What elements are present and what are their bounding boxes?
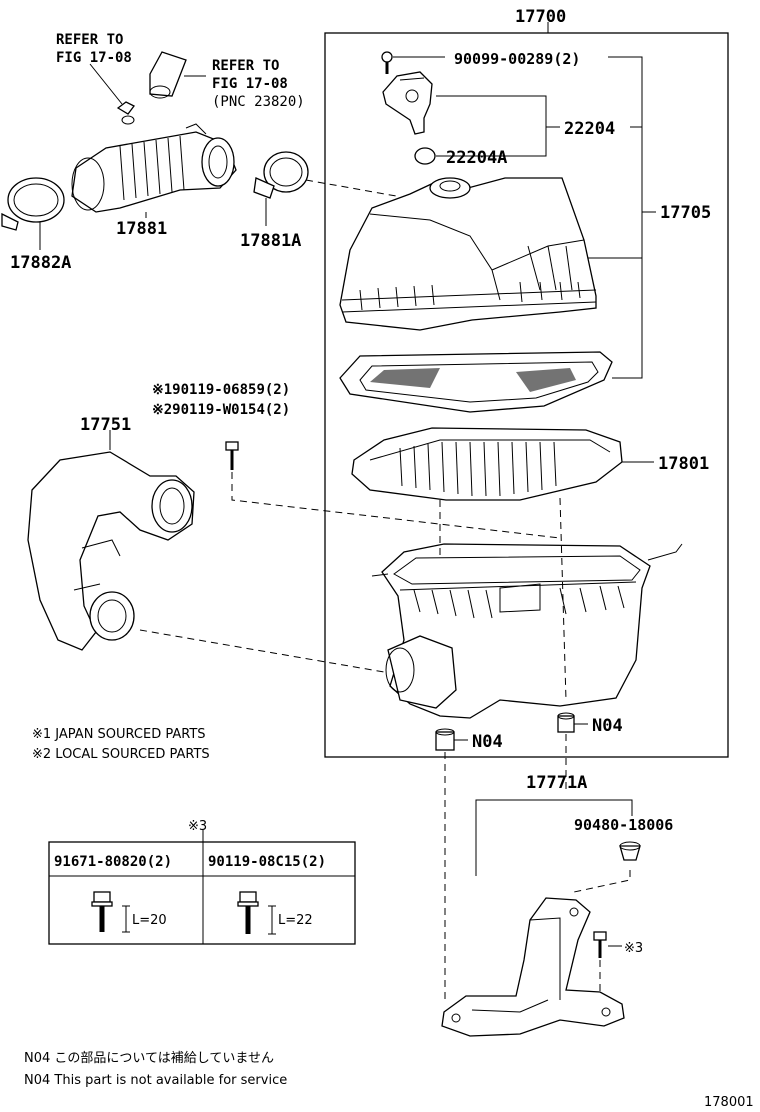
label-22204A: 22204A — [446, 148, 507, 168]
label-n04-right: N04 — [592, 716, 623, 736]
air-cleaner-case — [371, 543, 683, 719]
note-japan-sourced: ※1 JAPAN SOURCED PARTS — [32, 727, 206, 742]
grommet-90480[interactable] — [619, 841, 641, 861]
label-mark3-table: ※3 — [188, 819, 207, 834]
label-refer-right-3: (PNC 23820) — [212, 94, 305, 110]
note-n04-japanese: N04 この部品については補給していません — [24, 1051, 274, 1066]
hose-clamp-17881A[interactable] — [253, 151, 309, 199]
note-local-sourced: ※2 LOCAL SOURCED PARTS — [32, 747, 210, 762]
label-mark3-bolt: ※3 — [624, 941, 643, 956]
label-refer-right-1: REFER TO — [212, 58, 279, 74]
table-header-col1: 91671-80820(2) — [54, 854, 172, 870]
bolt-table — [48, 841, 356, 945]
label-90099: 90099-00289(2) — [454, 50, 580, 68]
filter-frame — [339, 351, 613, 413]
sensor-bolt-90099[interactable] — [381, 51, 393, 74]
label-90119-2: ※290119-W0154(2) — [152, 402, 290, 418]
oring-22204A[interactable] — [414, 147, 436, 165]
assembly-box-17700 — [324, 32, 729, 758]
bolt-icon-l22 — [237, 891, 276, 935]
reference-clip — [116, 101, 135, 125]
table-header-col2: 90119-08C15(2) — [208, 854, 326, 870]
label-17771A: 17771A — [526, 773, 587, 793]
label-17751: 17751 — [80, 415, 131, 435]
bolt-90119[interactable] — [225, 441, 239, 470]
table-length-col1: L=20 — [132, 913, 167, 928]
label-17881A: 17881A — [240, 231, 301, 251]
label-17705: 17705 — [660, 203, 711, 223]
label-17882A: 17882A — [10, 253, 71, 273]
bracket-17771A[interactable] — [441, 897, 625, 1037]
label-22204: 22204 — [564, 119, 615, 139]
intake-hose-17881[interactable] — [71, 123, 237, 213]
figure-code: 178001 — [704, 1095, 754, 1110]
note-n04-english: N04 This part is not available for servi… — [24, 1073, 287, 1088]
hose-clamp-17882A[interactable] — [1, 177, 65, 231]
bracket-bolt[interactable] — [593, 931, 607, 958]
label-n04-left: N04 — [472, 732, 503, 752]
label-refer-right-2: FIG 17-08 — [212, 76, 288, 92]
label-refer-left-2: FIG 17-08 — [56, 50, 132, 66]
reference-pipe — [149, 51, 187, 99]
filter-element-17801[interactable] — [351, 427, 623, 501]
label-90119-1: ※190119-06859(2) — [152, 382, 290, 398]
table-length-col2: L=22 — [278, 913, 313, 928]
label-17801: 17801 — [658, 454, 709, 474]
air-cleaner-cap-17705[interactable] — [339, 177, 597, 331]
grommet-n04-left[interactable] — [435, 728, 455, 751]
label-90480: 90480-18006 — [574, 816, 673, 834]
label-refer-left-1: REFER TO — [56, 32, 123, 48]
label-17881: 17881 — [116, 219, 167, 239]
label-17700: 17700 — [515, 7, 566, 27]
airflow-meter-22204[interactable] — [382, 71, 433, 135]
bolt-icon-l20 — [91, 891, 130, 933]
grommet-n04-right[interactable] — [557, 712, 575, 733]
inlet-duct-17751[interactable] — [27, 451, 195, 651]
